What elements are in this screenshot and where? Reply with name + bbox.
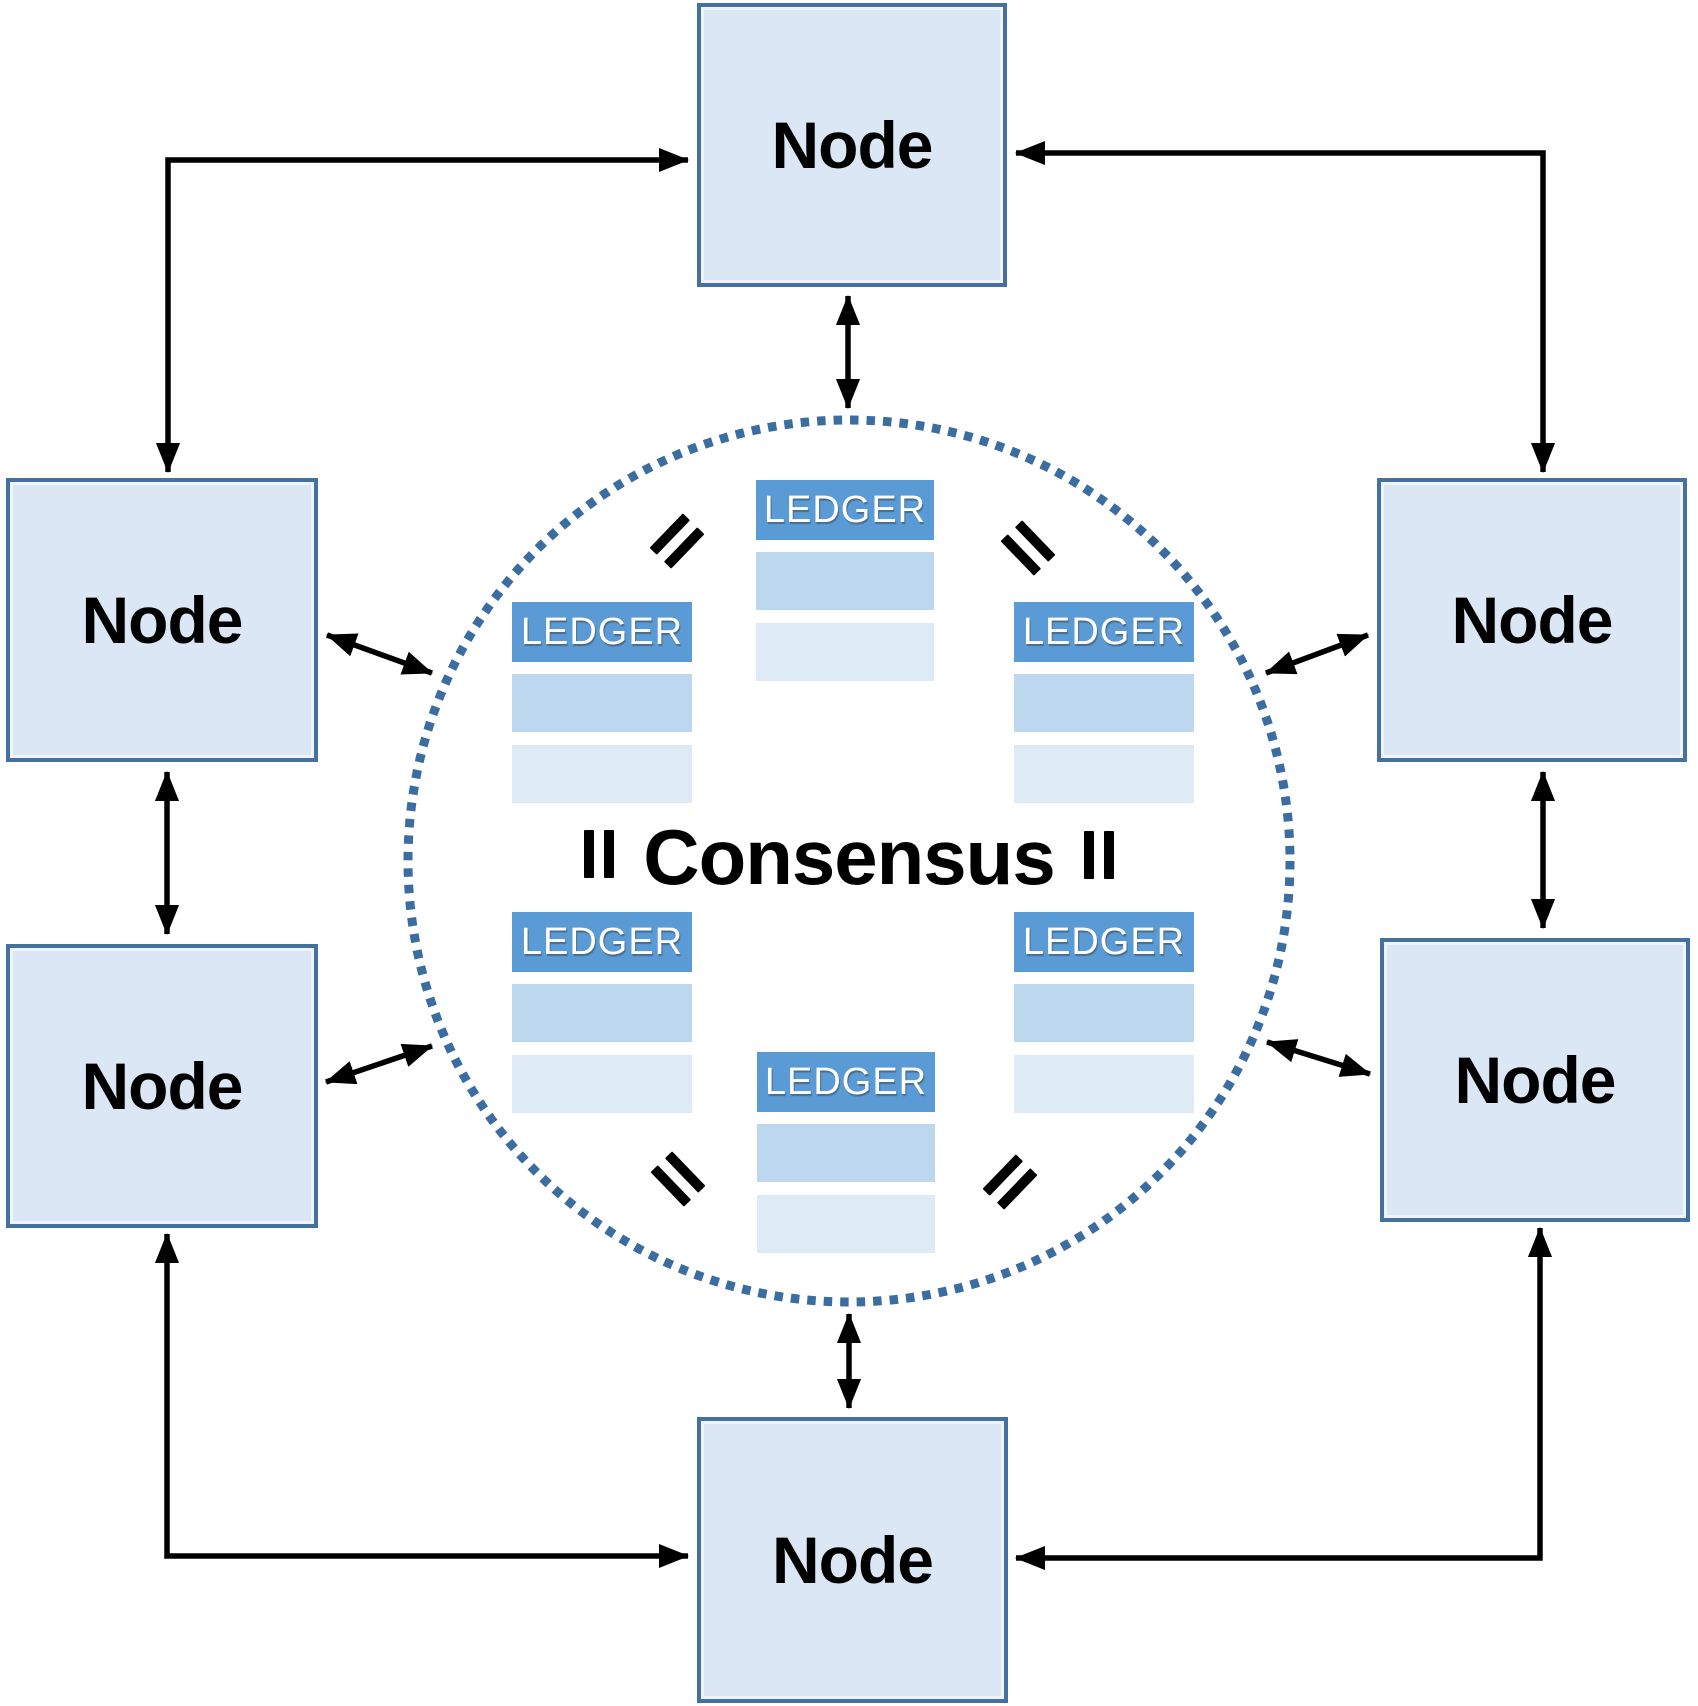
ledger-bottom-center: LEDGER [757, 1052, 935, 1253]
node-left-upper: Node [6, 478, 318, 762]
arrow-rightupper-circle [1264, 632, 1370, 676]
equals-icon-top-right [1000, 520, 1056, 576]
node-left-lower: Node [6, 944, 318, 1228]
arrow-leftlower-circle [324, 1043, 434, 1085]
ledger-header: LEDGER [512, 602, 692, 662]
ledger-header: LEDGER [1014, 912, 1194, 972]
ledger-row-2 [512, 1055, 692, 1113]
equals-bar [1084, 831, 1094, 879]
arrow-leftupper-circle [325, 632, 434, 676]
ledger-row-1 [1014, 984, 1194, 1042]
equals-icon-mid-left [584, 830, 614, 878]
ledger-left-lower: LEDGER [512, 912, 692, 1113]
ledger-header: LEDGER [1014, 602, 1194, 662]
node-bottom: Node [697, 1417, 1008, 1703]
arrow-topnode-to-leftupper [155, 147, 690, 474]
consensus-title: Consensus [643, 812, 1055, 901]
ledger-row-1 [512, 674, 692, 732]
ledger-header: LEDGER [512, 912, 692, 972]
ledger-top-center: LEDGER [756, 480, 934, 681]
arrow-rightlower-circle [1265, 1039, 1372, 1077]
ledger-header: LEDGER [757, 1052, 935, 1112]
node-label: Node [1454, 1043, 1617, 1117]
equals-icon-bottom-right [982, 1154, 1038, 1210]
equals-icon-top-left [649, 513, 705, 569]
ledger-row-2 [1014, 745, 1194, 803]
equals-bar [1104, 831, 1114, 879]
ledger-header: LEDGER [756, 480, 934, 540]
ledger-row-1 [512, 984, 692, 1042]
ledger-left-upper: LEDGER [512, 602, 692, 803]
ledger-row-1 [1014, 674, 1194, 732]
ledger-row-1 [757, 1124, 935, 1182]
arrow-bottomnode-to-leftlower [154, 1232, 690, 1569]
ledger-right-upper: LEDGER [1014, 602, 1194, 803]
node-right-upper: Node [1377, 478, 1687, 762]
arrow-topnode-to-rightupper [1014, 140, 1556, 474]
node-label: Node [772, 1523, 934, 1597]
node-label: Node [81, 1049, 244, 1123]
equals-icon-mid-right [1084, 831, 1114, 879]
ledger-row-2 [512, 745, 692, 803]
ledger-row-2 [1014, 1055, 1194, 1113]
node-top: Node [697, 3, 1007, 287]
node-right-lower: Node [1380, 938, 1690, 1222]
node-label: Node [771, 108, 934, 182]
equals-bar [604, 830, 614, 878]
equals-icon-bottom-left [650, 1151, 706, 1207]
ledger-row-1 [756, 552, 934, 610]
arrow-bottomnode-to-rightlower [1014, 1226, 1553, 1571]
node-label: Node [81, 583, 244, 657]
ledger-row-2 [757, 1195, 935, 1253]
ledger-right-lower: LEDGER [1014, 912, 1194, 1113]
equals-bar [584, 830, 594, 878]
node-label: Node [1451, 583, 1614, 657]
ledger-row-2 [756, 623, 934, 681]
